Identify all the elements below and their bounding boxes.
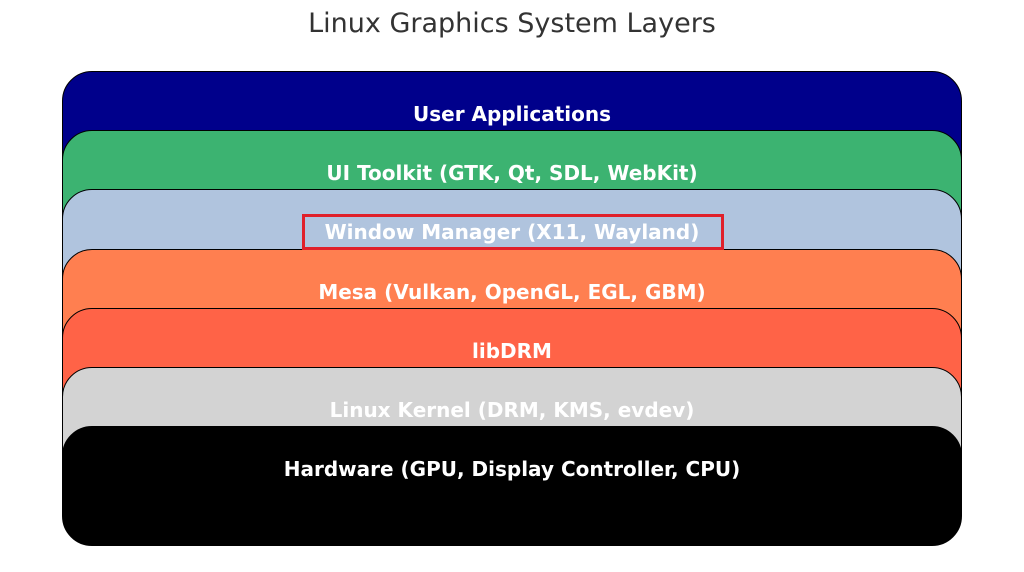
layer-label-user-applications: User Applications xyxy=(412,102,611,126)
layer-label-mesa: Mesa (Vulkan, OpenGL, EGL, GBM) xyxy=(318,280,706,304)
diagram-title: Linux Graphics System Layers xyxy=(308,8,716,39)
layer-label-linux-kernel: Linux Kernel (DRM, KMS, evdev) xyxy=(329,398,695,422)
layer-label-ui-toolkit: UI Toolkit (GTK, Qt, SDL, WebKit) xyxy=(326,161,698,185)
layer-label-hardware: Hardware (GPU, Display Controller, CPU) xyxy=(283,457,741,481)
layer-hardware: Hardware (GPU, Display Controller, CPU) xyxy=(62,426,962,546)
layer-label-libdrm: libDRM xyxy=(472,339,552,363)
layer-label-window-manager: Window Manager (X11, Wayland) xyxy=(324,220,700,244)
